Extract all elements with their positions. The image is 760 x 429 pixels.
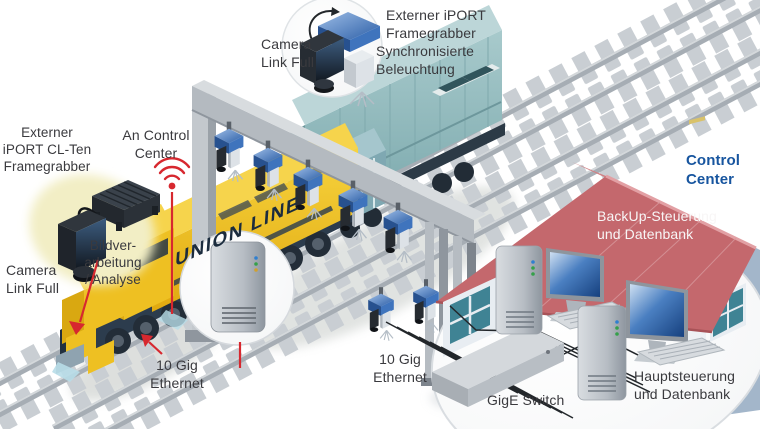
label-an-control-center: An Control Center xyxy=(122,127,190,161)
label-gige-switch: GigE Switch xyxy=(487,392,565,408)
label-hauptsteuerung: Hauptsteuerung und Datenbank xyxy=(634,368,736,402)
keyboard xyxy=(636,337,726,366)
processing-server-circle xyxy=(179,230,295,346)
label-camera-link-full-left: Camera Link Full xyxy=(6,262,60,296)
ethernet-arrow xyxy=(148,341,163,355)
label-synchronisierte-beleuchtung: Synchronisierte Beleuchtung xyxy=(376,43,474,77)
camera-inset-circle xyxy=(281,0,383,108)
house-left-wall-window xyxy=(443,277,497,357)
workstation-main xyxy=(577,280,726,401)
camera-link-arrow xyxy=(78,259,100,323)
railway-track-lower xyxy=(44,0,760,429)
framegrabber-inset xyxy=(29,174,160,286)
label-bildverarbeitung-analyse: Bildver- arbeitung / Analyse xyxy=(84,238,142,287)
inset-camera-device xyxy=(300,30,344,93)
red-connections xyxy=(69,157,242,368)
label-backup-steuerung: BackUp-Steuerung und Datenbank xyxy=(597,208,717,242)
label-10gig-ethernet-left: 10 Gig Ethernet xyxy=(150,357,204,391)
inset-light-device xyxy=(344,50,375,108)
gige-switch-box xyxy=(432,326,564,407)
framegrabber-box xyxy=(318,12,380,40)
label-camera-link-full-top: Camera Link Full xyxy=(261,36,315,70)
label-externer-iport-cl-ten-framegrabber: Externer iPORT CL-Ten Framegrabber xyxy=(2,125,92,174)
label-control-center: Control Center xyxy=(686,152,741,188)
label-externer-iport-framegrabber: Externer iPORT Framegrabber xyxy=(386,7,486,41)
wifi-icon xyxy=(153,157,191,181)
label-10gig-ethernet-center: 10 Gig Ethernet xyxy=(373,351,427,385)
camera-link-camera-device xyxy=(58,210,106,282)
processing-server xyxy=(210,241,266,333)
